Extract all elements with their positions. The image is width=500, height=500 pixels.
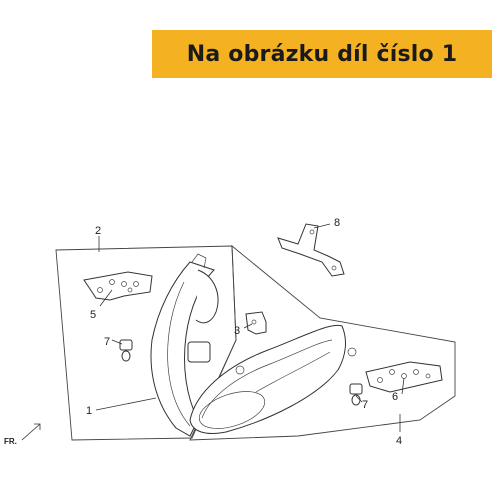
reflector-plate-part-6 bbox=[365, 361, 443, 393]
reflector-plate-part-5 bbox=[83, 271, 153, 301]
leader-line-6 bbox=[401, 377, 405, 395]
bracket-part-8 bbox=[277, 223, 345, 277]
callout-5: 5 bbox=[90, 309, 96, 321]
banner-text: Na obrázku díl číslo 1 bbox=[186, 41, 458, 67]
leader-line-3 bbox=[243, 323, 253, 329]
leader-line-5 bbox=[99, 289, 113, 307]
assembly-outline-right bbox=[189, 245, 456, 441]
callout-4: 4 bbox=[396, 435, 402, 447]
headlight-housing-part-1 bbox=[150, 253, 219, 437]
callout-6: 6 bbox=[392, 391, 398, 403]
callout-7-left: 7 bbox=[104, 336, 110, 348]
headlight-lens-assembly bbox=[189, 324, 357, 434]
leader-line-7-left bbox=[111, 339, 123, 345]
front-arrow-icon bbox=[21, 423, 41, 441]
callout-8: 8 bbox=[334, 217, 340, 229]
bulb-part-7-right bbox=[349, 383, 363, 406]
callout-2: 2 bbox=[95, 225, 101, 237]
clip-part-3 bbox=[245, 311, 267, 335]
part-number-banner: Na obrázku díl číslo 1 bbox=[152, 30, 492, 78]
front-direction-indicator: FR. bbox=[4, 423, 41, 446]
bulb-part-7-left bbox=[119, 339, 133, 362]
callout-3: 3 bbox=[234, 325, 240, 337]
fr-label: FR. bbox=[4, 437, 17, 446]
callout-1: 1 bbox=[86, 405, 92, 417]
front-arrowhead-icon bbox=[34, 423, 41, 430]
leader-line-8 bbox=[313, 223, 331, 229]
callout-7-right: 7 bbox=[362, 399, 368, 411]
leader-line-1 bbox=[95, 397, 157, 411]
leader-line-7-right bbox=[355, 395, 363, 403]
